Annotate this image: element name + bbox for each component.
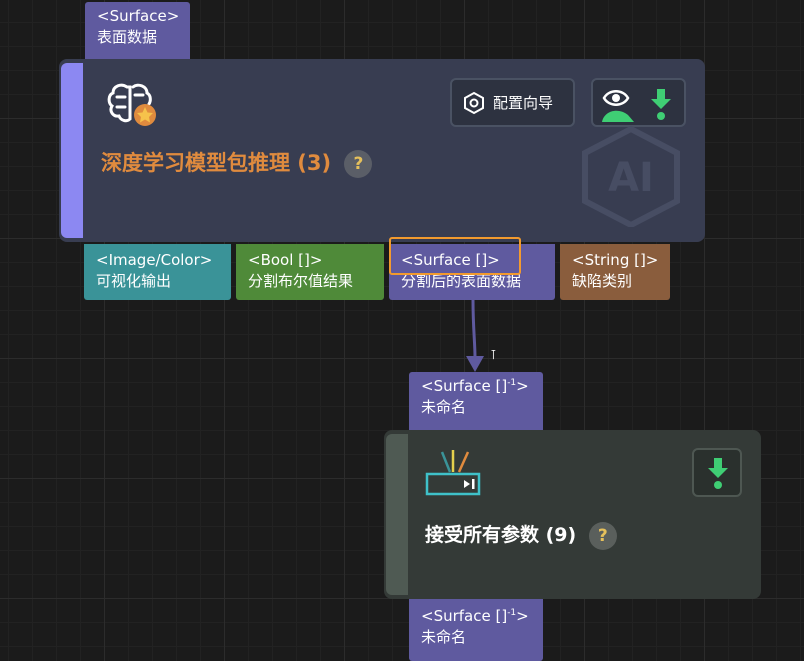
output-port-defect-classes[interactable]: <String []> 缺陷类别 (560, 244, 670, 300)
node-title: 接受所有参数 (9) ? (425, 520, 617, 550)
port-label: 分割布尔值结果 (248, 272, 354, 290)
port-type: <String []> (572, 251, 659, 269)
input-port-unnamed[interactable]: <Surface []-1> 未命名 (409, 372, 543, 431)
port-label: 表面数据 (97, 28, 158, 46)
eye-visualize-icon (602, 90, 634, 122)
port-type: <Image/Color> (96, 251, 213, 269)
output-port-visualization[interactable]: <Image/Color> 可视化输出 (84, 244, 231, 300)
output-port-bool-results[interactable]: <Bool []> 分割布尔值结果 (236, 244, 384, 300)
help-icon[interactable]: ? (588, 521, 617, 550)
accept-all-parameters-node[interactable]: 接受所有参数 (9) ? (384, 430, 761, 599)
port-type: <Surface []> (401, 251, 500, 269)
download-button[interactable] (692, 448, 742, 497)
port-type: <Surface> (97, 7, 180, 25)
node-color-strip (386, 434, 408, 595)
svg-text:AI: AI (608, 155, 654, 201)
brain-model-icon (107, 83, 156, 126)
deep-learning-inference-node[interactable]: 深度学习模型包推理 (3) ? 配置向导 AI (59, 59, 705, 242)
wire-marker: ⊺ (490, 348, 497, 363)
download-arrow-icon (651, 89, 671, 120)
port-label: 分割后的表面数据 (401, 272, 522, 290)
ai-watermark-icon: AI (582, 125, 680, 227)
output-port-unnamed[interactable]: <Surface []-1> 未命名 (409, 599, 543, 661)
configuration-wizard-button[interactable]: 配置向导 (450, 78, 575, 127)
output-port-surface-list[interactable]: <Surface []> 分割后的表面数据 (389, 244, 555, 300)
port-type: <Surface []-1> (421, 607, 529, 625)
wizard-label: 配置向导 (493, 94, 554, 112)
port-type: <Bool []> (248, 251, 323, 269)
port-label: 可视化输出 (96, 272, 172, 290)
node-color-strip (61, 63, 83, 238)
node-title: 深度学习模型包推理 (3) ? (101, 147, 373, 178)
download-arrow-icon (708, 458, 728, 489)
signal-receiver-icon (425, 450, 481, 496)
visualize-output-button[interactable] (591, 78, 686, 127)
help-icon[interactable]: ? (344, 150, 373, 178)
port-label: 缺陷类别 (572, 272, 633, 290)
port-label: 未命名 (421, 398, 467, 416)
selected-port-highlight (389, 237, 521, 275)
hexagon-settings-icon (464, 91, 484, 115)
port-type: <Surface []-1> (421, 377, 529, 395)
port-label: 未命名 (421, 628, 467, 646)
input-port-surface[interactable]: <Surface> 表面数据 (85, 2, 190, 60)
connection-wire[interactable] (460, 298, 500, 376)
